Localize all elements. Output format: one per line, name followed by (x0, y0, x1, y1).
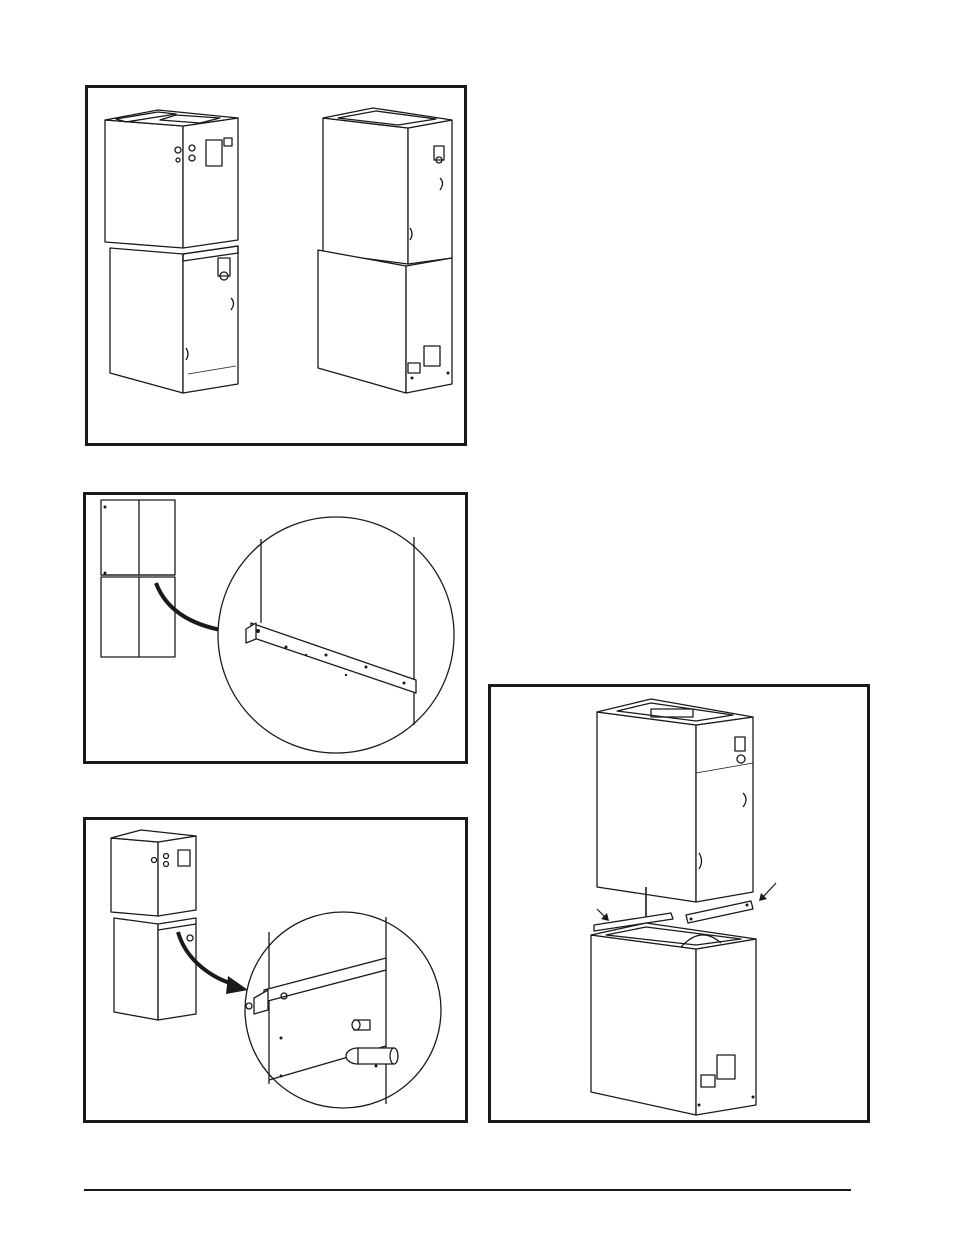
small-unit-outline (111, 830, 196, 1020)
upper-cabinet (597, 699, 753, 902)
right-unit-lower-cabinet (318, 250, 452, 393)
figure-3-illustration (86, 820, 465, 1120)
figure-3-panel (83, 817, 468, 1123)
figure-4-panel (488, 684, 870, 1123)
figure-4-illustration (491, 687, 867, 1120)
figure-1-illustration (88, 88, 464, 443)
figure-1-panel (85, 85, 467, 446)
figure-2-illustration (86, 495, 465, 761)
magnified-detail-circle (218, 517, 454, 753)
small-unit-outline (101, 500, 175, 657)
right-bracket (686, 901, 753, 923)
pointer-arrow-icon (759, 883, 776, 901)
figure-2-panel (83, 492, 468, 764)
pointer-arrow-icon (597, 909, 609, 921)
left-unit-lower-cabinet (110, 246, 238, 393)
footer-rule (84, 1189, 851, 1191)
lower-cabinet (591, 923, 756, 1115)
left-unit-upper-cabinet (105, 110, 238, 248)
right-unit-upper-cabinet (323, 108, 452, 264)
magnified-detail-circle (245, 912, 441, 1108)
